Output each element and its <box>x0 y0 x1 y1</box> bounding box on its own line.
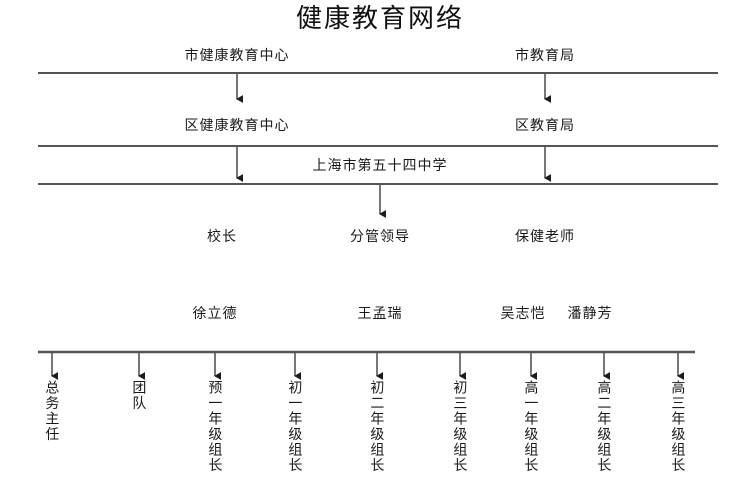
node-unit-junior1-grade-leader: 初一年级组长 <box>287 380 304 473</box>
node-unit-senior2-grade-leader: 高二年级组长 <box>596 380 613 473</box>
page-title: 健康教育网络 <box>295 4 465 33</box>
node-city-health-center: 市健康教育中心 <box>184 47 290 63</box>
node-role-health-teacher: 保健老师 <box>515 228 575 244</box>
node-unit-youth-league-team: 团队 <box>131 380 148 411</box>
node-unit-junior2-grade-leader: 初二年级组长 <box>369 380 386 473</box>
node-unit-prep-grade-leader: 预一年级组长 <box>207 380 224 473</box>
node-role-principal: 校长 <box>207 228 237 244</box>
node-unit-senior1-grade-leader: 高一年级组长 <box>523 380 540 473</box>
node-person-1: 徐立德 <box>192 305 238 321</box>
node-unit-senior3-grade-leader: 高三年级组长 <box>670 380 687 473</box>
node-role-supervising-leader: 分管领导 <box>350 228 410 244</box>
node-district-health-center: 区健康教育中心 <box>184 117 290 133</box>
node-person-3: 吴志恺 <box>500 305 546 321</box>
node-person-4: 潘静芳 <box>567 305 613 321</box>
node-unit-junior3-grade-leader: 初三年级组长 <box>452 380 469 473</box>
node-unit-general-affairs-director: 总务主任 <box>44 380 61 442</box>
node-city-education-bureau: 市教育局 <box>515 47 575 63</box>
node-person-2: 王孟瑞 <box>357 305 403 321</box>
node-school-name: 上海市第五十四中学 <box>312 157 448 173</box>
node-district-education-bureau: 区教育局 <box>515 117 575 133</box>
